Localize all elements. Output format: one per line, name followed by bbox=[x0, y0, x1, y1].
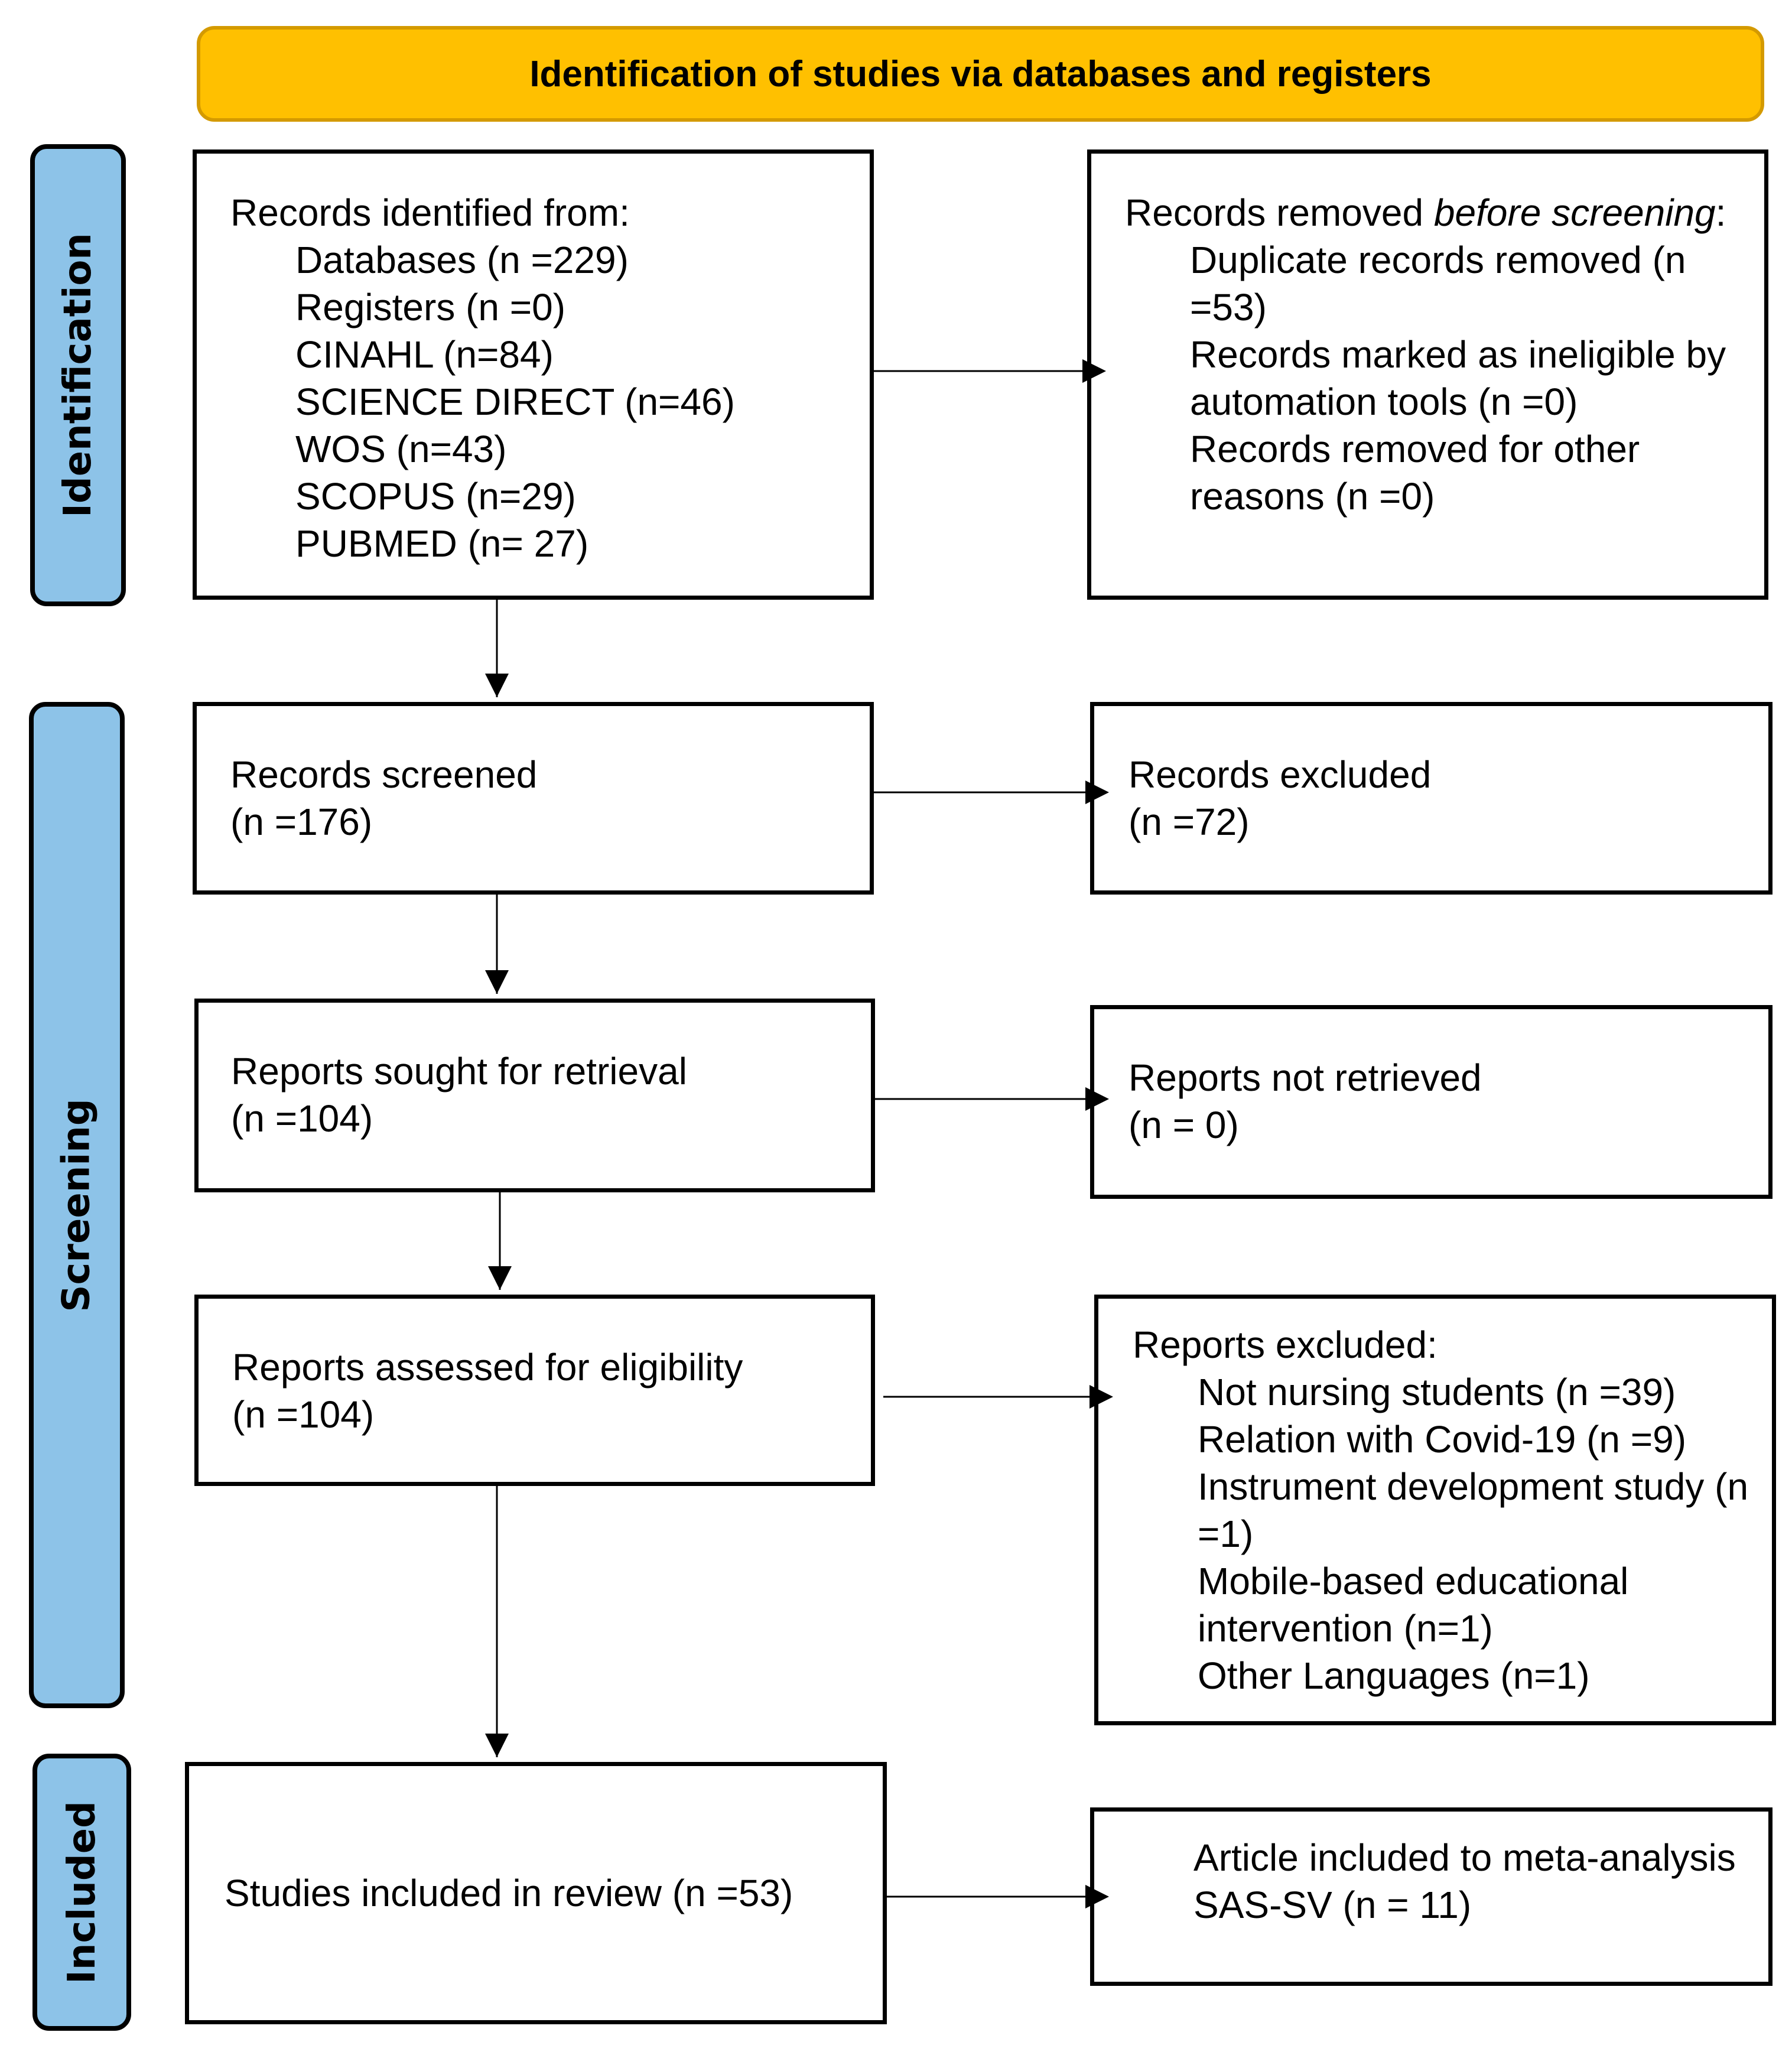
records-screened-box: Records screened (n =176) bbox=[193, 702, 874, 895]
box-label: Studies included in review (n =53) bbox=[225, 1872, 793, 1914]
reports-excluded-box: Reports excluded: Not nursing students (… bbox=[1094, 1295, 1776, 1725]
box-title: Records identified from: bbox=[230, 191, 630, 234]
list-item: CINAHL (n=84) bbox=[295, 333, 554, 376]
reports-sought-box: Reports sought for retrieval (n =104) bbox=[194, 999, 875, 1192]
arrowhead bbox=[1085, 1087, 1109, 1111]
box-label: Article included to meta-analysis bbox=[1193, 1836, 1736, 1879]
list-item: Mobile-based educational intervention (n… bbox=[1198, 1560, 1629, 1650]
list-item: Duplicate records removed (n =53) bbox=[1190, 239, 1686, 329]
records-removed-box: Records removed before screening: Duplic… bbox=[1087, 149, 1768, 600]
arrowhead bbox=[1089, 1385, 1113, 1409]
phase-included: Included bbox=[32, 1754, 131, 2031]
list-item: Other Languages (n=1) bbox=[1198, 1654, 1590, 1697]
arrowhead bbox=[1085, 781, 1109, 804]
list-item: Relation with Covid-19 (n =9) bbox=[1198, 1418, 1687, 1461]
arrowhead bbox=[485, 674, 509, 697]
box-label: Records screened bbox=[230, 753, 538, 796]
box-count: (n =104) bbox=[232, 1393, 375, 1436]
list-item: SCOPUS (n=29) bbox=[295, 475, 576, 518]
header-banner: Identification of studies via databases … bbox=[197, 26, 1764, 122]
box-count: (n =72) bbox=[1128, 801, 1250, 843]
reports-assessed-box: Reports assessed for eligibility (n =104… bbox=[194, 1295, 875, 1486]
arrowhead bbox=[1085, 1885, 1109, 1908]
box-count: (n = 0) bbox=[1128, 1104, 1239, 1146]
box-label: Reports assessed for eligibility bbox=[232, 1346, 743, 1389]
list-item: Records removed for other reasons (n =0) bbox=[1190, 428, 1640, 518]
list-item: PUBMED (n= 27) bbox=[295, 522, 589, 565]
box-title: Records removed before screening: bbox=[1125, 191, 1726, 234]
records-excluded-box: Records excluded (n =72) bbox=[1090, 702, 1773, 895]
phase-identification: Identification bbox=[30, 144, 126, 606]
list-item: WOS (n=43) bbox=[295, 428, 507, 470]
studies-included-box: Studies included in review (n =53) bbox=[185, 1762, 887, 2024]
box-count: (n =176) bbox=[230, 801, 373, 843]
arrowhead bbox=[485, 970, 509, 994]
arrowhead bbox=[488, 1266, 512, 1290]
box-count: SAS-SV (n = 11) bbox=[1193, 1884, 1472, 1926]
list-item: Registers (n =0) bbox=[295, 286, 566, 329]
list-item: Instrument development study (n =1) bbox=[1198, 1465, 1749, 1555]
box-label: Records excluded bbox=[1128, 753, 1432, 796]
box-title: Reports excluded: bbox=[1133, 1324, 1437, 1366]
reports-not-retrieved-box: Reports not retrieved (n = 0) bbox=[1090, 1005, 1773, 1199]
box-count: (n =104) bbox=[231, 1097, 373, 1140]
records-identified-box: Records identified from: Databases (n =2… bbox=[193, 149, 874, 600]
list-item: SCIENCE DIRECT (n=46) bbox=[295, 381, 735, 423]
header-title: Identification of studies via databases … bbox=[529, 53, 1432, 95]
box-label: Reports not retrieved bbox=[1128, 1056, 1482, 1099]
box-label: Reports sought for retrieval bbox=[231, 1050, 687, 1092]
arrowhead bbox=[485, 1734, 509, 1757]
list-item: Databases (n =229) bbox=[295, 239, 629, 281]
list-item: Records marked as ineligible by automati… bbox=[1190, 333, 1726, 423]
arrowhead bbox=[1082, 359, 1106, 383]
meta-analysis-box: Article included to meta-analysis SAS-SV… bbox=[1090, 1807, 1773, 1986]
list-item: Not nursing students (n =39) bbox=[1198, 1371, 1676, 1413]
phase-screening: Screening bbox=[29, 702, 125, 1708]
